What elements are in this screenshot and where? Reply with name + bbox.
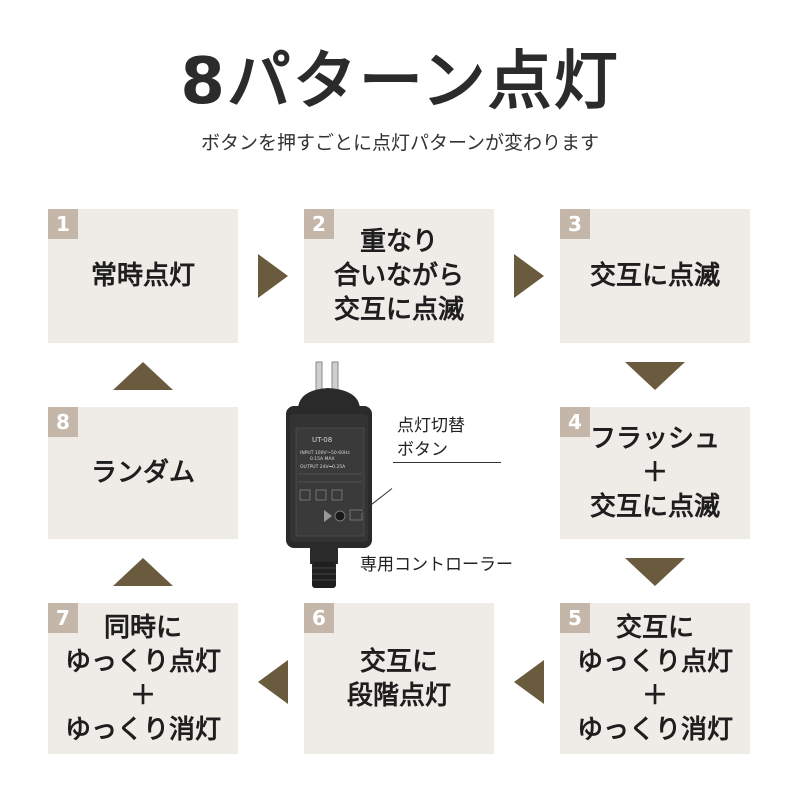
controller-label: UT-08 INPUT 100V～50·60Hz 0.15A MAX OUTPU… xyxy=(300,436,350,470)
pattern-label-4: フラッシュ ＋ 交互に点滅 xyxy=(589,424,720,522)
pattern-label-1: 常時点灯 xyxy=(90,261,195,291)
pattern-label-7: 同時に ゆっくり点灯 ＋ ゆっくり消灯 xyxy=(64,612,221,745)
pattern-number-1: 1 xyxy=(48,209,78,239)
pattern-card-8: 8 ランダム xyxy=(48,407,238,539)
arrow-up-icon xyxy=(113,362,173,390)
controller-caption: 専用コントローラー xyxy=(360,555,513,575)
pattern-label-2: 重なり 合いながら 交互に点滅 xyxy=(333,227,464,325)
pattern-card-1: 1 常時点灯 xyxy=(48,209,238,343)
pattern-number-5: 5 xyxy=(560,603,590,633)
pattern-card-6: 6 交互に 段階点灯 xyxy=(304,603,494,754)
arrow-up-icon xyxy=(113,558,173,586)
controller-image: UT-08 INPUT 100V～50·60Hz 0.15A MAX OUTPU… xyxy=(286,361,372,588)
pattern-number-3: 3 xyxy=(560,209,590,239)
pattern-number-2: 2 xyxy=(304,209,334,239)
pattern-card-7: 7 同時に ゆっくり点灯 ＋ ゆっくり消灯 xyxy=(48,603,238,754)
arrow-down-icon xyxy=(625,362,685,390)
button-callout-label: 点灯切替 ボタン xyxy=(397,416,465,460)
pattern-label-3: 交互に点滅 xyxy=(589,261,720,291)
pattern-card-4: 4 フラッシュ ＋ 交互に点滅 xyxy=(560,407,750,539)
arrow-left-icon xyxy=(258,660,288,704)
page-subtitle: ボタンを押すごとに点灯パターンが変わります xyxy=(200,132,600,154)
model-text: UT-08 xyxy=(312,436,332,444)
pattern-label-6: 交互に 段階点灯 xyxy=(346,646,451,711)
arrow-right-icon xyxy=(258,254,288,298)
pattern-label-8: ランダム xyxy=(90,458,195,488)
pattern-number-7: 7 xyxy=(48,603,78,633)
input-text: INPUT 100V～50·60Hz xyxy=(300,450,350,456)
pattern-number-8: 8 xyxy=(48,407,78,437)
arrow-left-icon xyxy=(514,660,544,704)
max-text: 0.15A MAX xyxy=(310,456,335,462)
callout-line xyxy=(393,462,501,463)
pattern-card-2: 2 重なり 合いながら 交互に点滅 xyxy=(304,209,494,343)
pattern-card-3: 3 交互に点滅 xyxy=(560,209,750,343)
pattern-card-5: 5 交互に ゆっくり点灯 ＋ ゆっくり消灯 xyxy=(560,603,750,754)
pattern-number-4: 4 xyxy=(560,407,590,437)
output-text: OUTPUT 24V⎓0.25A xyxy=(300,464,346,470)
page-title: 8パターン点灯 xyxy=(180,45,620,119)
arrow-down-icon xyxy=(625,558,685,586)
pattern-label-5: 交互に ゆっくり点灯 ＋ ゆっくり消灯 xyxy=(576,612,733,745)
arrow-right-icon xyxy=(514,254,544,298)
pattern-number-6: 6 xyxy=(304,603,334,633)
toggle-button-icon xyxy=(334,510,346,522)
